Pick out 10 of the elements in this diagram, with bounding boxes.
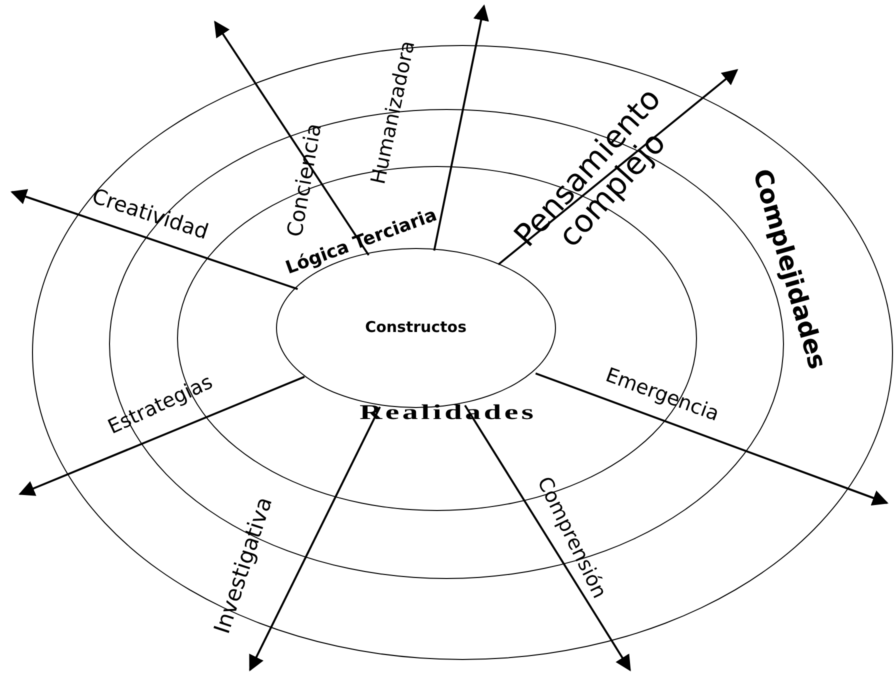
arrow (464, 404, 631, 672)
arrow (10, 189, 298, 290)
arrow (214, 20, 370, 256)
arrow (433, 4, 489, 251)
arrow (18, 376, 305, 496)
arrow (498, 69, 738, 266)
node-label: Constructos (365, 320, 467, 336)
arrow (249, 406, 381, 672)
arrow (535, 372, 888, 506)
edge-label: Conciencia (283, 122, 325, 238)
